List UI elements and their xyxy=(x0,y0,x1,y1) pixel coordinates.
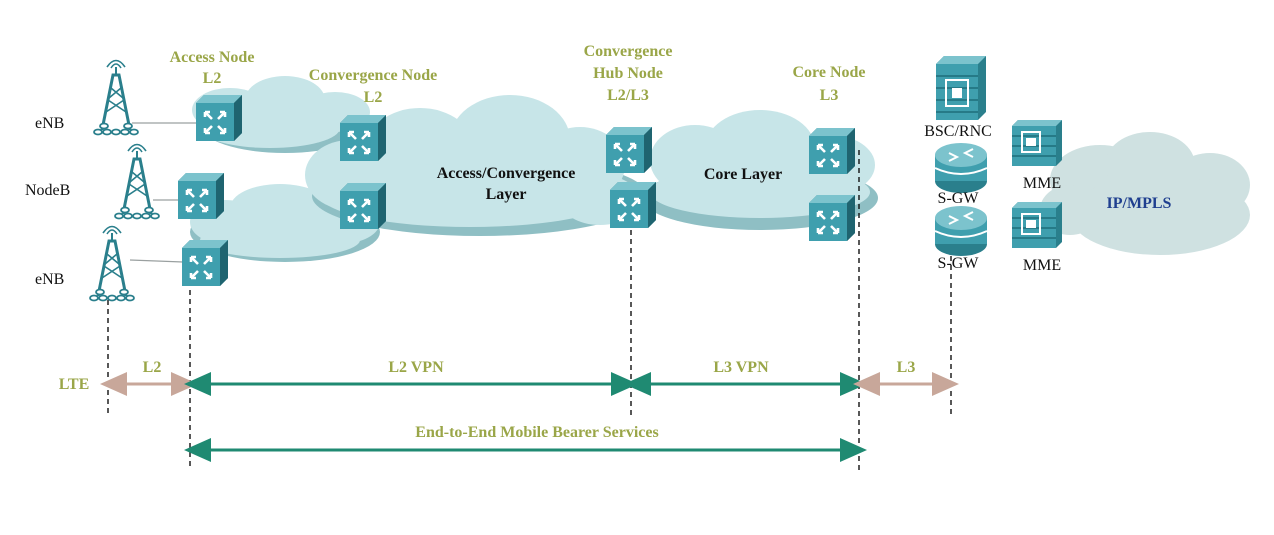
convergence-node-label: Convergence Node xyxy=(309,67,437,84)
enb-top-tower-icon xyxy=(92,59,140,136)
convergence-cloud xyxy=(305,95,648,236)
nodeb-tower-icon xyxy=(113,143,161,220)
nodeb-label: NodeB xyxy=(25,182,70,199)
convergence-node-router-icon xyxy=(338,113,388,163)
sgw-bottom-gateway-icon xyxy=(934,205,988,257)
lte-label: LTE xyxy=(59,376,90,393)
core-node-layer-label: L3 xyxy=(820,87,839,104)
enb-top-label: eNB xyxy=(35,115,64,132)
l3-segment-label: L3 xyxy=(897,359,916,376)
end-to-end-label: End-to-End Mobile Bearer Services xyxy=(415,424,658,441)
core-node-router-icon xyxy=(807,126,857,176)
sgw-top-gateway-icon xyxy=(934,142,988,194)
convergence-router-lower-icon xyxy=(338,181,388,231)
hub-node-label-line1: Convergence xyxy=(584,43,673,60)
hub-node-label-line2: Hub Node xyxy=(593,65,663,82)
l2-segment-label: L2 xyxy=(143,359,162,376)
mme-bottom-label: MME xyxy=(1023,257,1061,274)
sgw-bottom-label: S-GW xyxy=(938,255,980,272)
access-node-layer-label: L2 xyxy=(203,70,222,87)
access-layer-label-line1: Access/Convergence xyxy=(437,165,576,182)
ip-mpls-label: IP/MPLS xyxy=(1107,195,1172,212)
hub-router-lower-icon xyxy=(608,180,658,230)
l3-vpn-label: L3 VPN xyxy=(713,359,769,376)
core-node-label: Core Node xyxy=(792,64,865,81)
bsc-rnc-label: BSC/RNC xyxy=(924,123,992,140)
core-layer-label: Core Layer xyxy=(704,166,782,183)
bsc-rnc-server-icon xyxy=(935,55,987,121)
mme-bottom-server-icon xyxy=(1011,201,1063,249)
convergence-node-layer-label: L2 xyxy=(364,89,383,106)
hub-node-router-icon xyxy=(604,125,654,175)
sgw-top-label: S-GW xyxy=(938,190,980,207)
radio-links xyxy=(129,122,196,263)
mme-top-label: MME xyxy=(1023,175,1061,192)
enb-bottom-label: eNB xyxy=(35,271,64,288)
access-node-label: Access Node xyxy=(170,49,255,66)
l2-vpn-label: L2 VPN xyxy=(388,359,444,376)
hub-node-layer-label: L2/L3 xyxy=(607,87,649,104)
core-router-lower-icon xyxy=(807,193,857,243)
ip-mpls-cloud xyxy=(1040,132,1250,255)
access-router-enb-icon xyxy=(180,238,230,288)
access-node-router-icon xyxy=(194,93,244,143)
access-router-nodeb-icon xyxy=(176,171,226,221)
enb-bottom-tower-icon xyxy=(88,225,136,302)
access-layer-label-line2: Layer xyxy=(486,186,527,203)
mme-top-server-icon xyxy=(1011,119,1063,167)
